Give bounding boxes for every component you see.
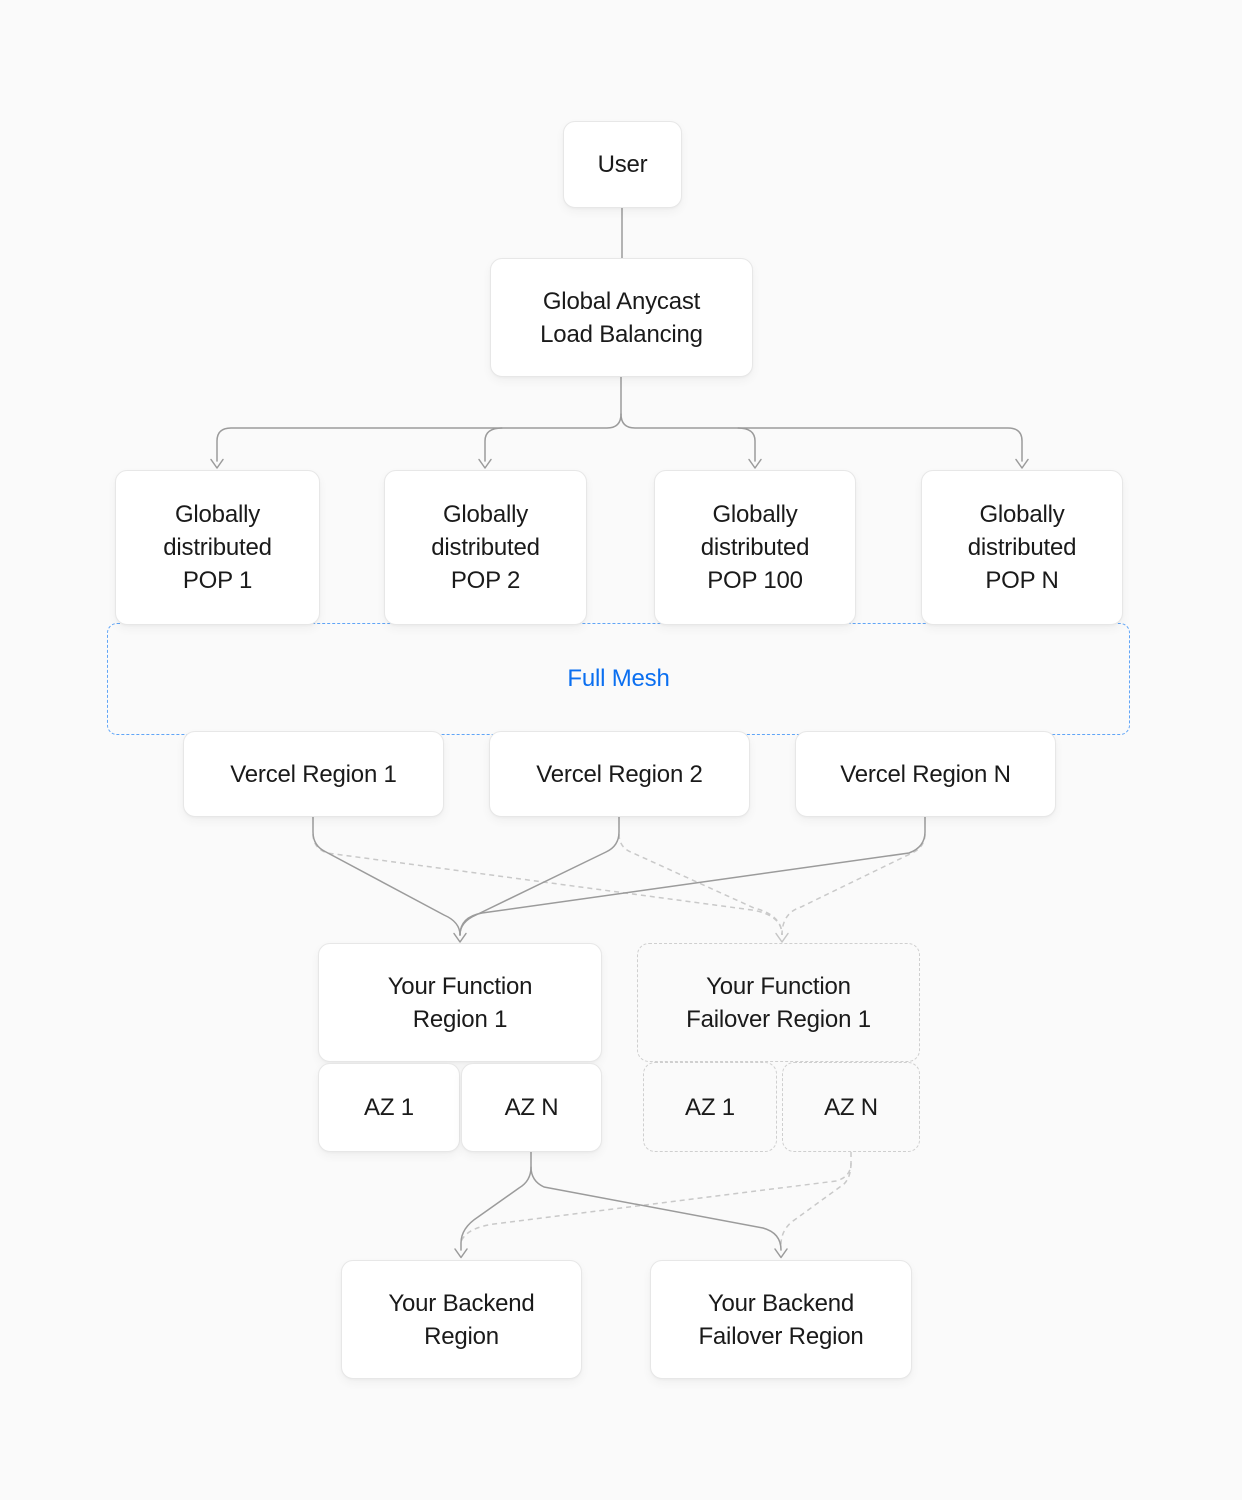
node-your-function-region-1: Your Function Region 1 [318,943,602,1062]
arrowhead-backend [454,1248,468,1259]
connector-bus-to-popN [620,413,1023,462]
node-pop-n: Globally distributed POP N [921,470,1123,625]
connector-regionN-to-failover [781,833,926,936]
solid-arrowheads [210,458,1029,1259]
node-vercel-region-1: Vercel Region 1 [183,731,444,817]
node-pop-2: Globally distributed POP 2 [384,470,587,625]
node-vercel-region-2: Vercel Region 2 [489,731,750,817]
node-pop-100: Globally distributed POP 100 [654,470,856,625]
full-mesh-label: Full Mesh [567,665,670,692]
arrowhead-pop1 [210,458,224,469]
node-failover-az-n: AZ N [782,1062,920,1152]
node-global-anycast-load-balancing: Global Anycast Load Balancing [490,258,753,377]
node-pop-1: Globally distributed POP 1 [115,470,320,625]
connector-failover-azN-to-backend [460,1152,852,1243]
dashed-connectors [312,833,926,1246]
node-your-function-failover-region-1: Your Function Failover Region 1 [637,943,920,1062]
node-failover-az-1: AZ 1 [643,1062,777,1152]
arrowhead-pop100 [748,458,762,469]
arrowhead-function-region [453,932,467,943]
arrowhead-pop2 [478,458,492,469]
dashed-arrowheads [775,932,789,943]
node-your-backend-region: Your Backend Region [341,1260,582,1379]
node-user: User [563,121,682,208]
connector-bus-to-pop2 [484,427,503,462]
node-vercel-region-n: Vercel Region N [795,731,1056,817]
connector-region1-to-failover [312,833,783,936]
connector-region1-to-function [312,816,461,936]
node-function-az-1: AZ 1 [318,1063,460,1152]
arrowhead-popN [1015,458,1029,469]
connector-bus-to-pop100 [737,427,756,462]
connector-failover-azN-to-backend-failover [780,1162,852,1246]
connector-region2-to-function [459,816,620,936]
solid-connectors [216,207,1023,1251]
arrowhead-function-failover [775,932,789,943]
connector-regionN-to-function [459,816,926,936]
node-your-backend-failover-region: Your Backend Failover Region [650,1260,912,1379]
connector-region2-to-failover [618,833,783,936]
arrowhead-backend-failover [774,1248,788,1259]
connector-azN-to-backend [460,1151,532,1251]
connector-bus-to-pop1 [216,413,622,462]
node-function-az-n: AZ N [461,1063,602,1152]
connector-azN-to-backend-failover [530,1166,782,1251]
